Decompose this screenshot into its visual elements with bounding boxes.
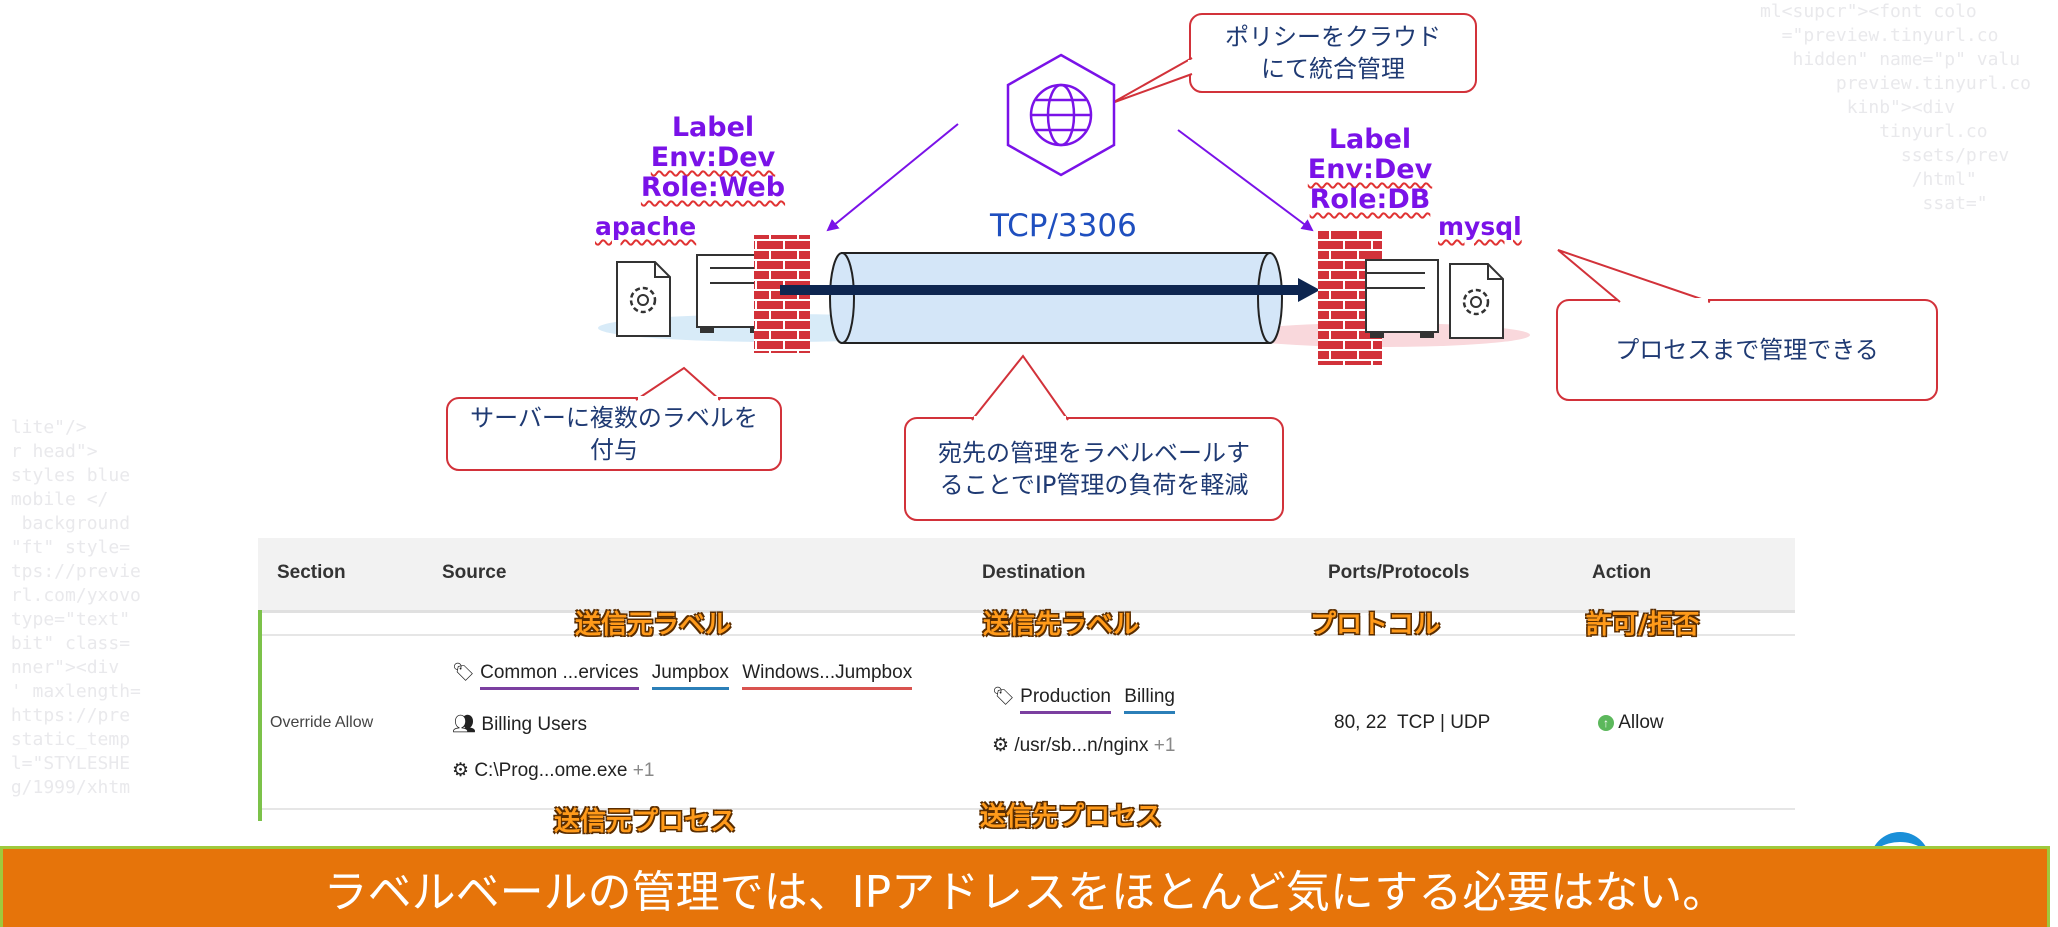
left-label-role: Role:Web <box>640 172 786 203</box>
annotation-destination-label: 送信先ラベル <box>983 610 1140 640</box>
dest-process-label[interactable]: /usr/sb...n/nginx <box>1014 735 1149 756</box>
dest-tag-production[interactable]: Production <box>1020 686 1111 714</box>
dest-process-more[interactable]: +1 <box>1153 735 1176 756</box>
right-label-title: Label <box>1328 124 1412 155</box>
callout-policy-text: ポリシーをクラウド にて統合管理 <box>1225 23 1441 83</box>
source-tag-common[interactable]: Common ...ervices <box>480 662 639 690</box>
tag-icon: 🏷︎ <box>992 686 1015 706</box>
source-process-more[interactable]: +1 <box>632 760 655 781</box>
right-process-document-icon <box>1449 263 1504 339</box>
ports-protocols: 80, 22 TCP | UDP <box>1334 712 1490 734</box>
table-row-divider <box>258 634 1795 636</box>
policy-table: Section Source Destination Ports/Protoco… <box>258 538 1795 821</box>
source-tag-windows-jumpbox[interactable]: Windows...Jumpbox <box>742 662 913 690</box>
left-label-env: Env:Dev <box>650 142 776 173</box>
annotation-source-process: 送信元プロセス <box>554 807 737 837</box>
tag-icon: 🏷︎ <box>452 662 475 682</box>
source-process-label[interactable]: C:\Prog...ome.exe <box>474 760 628 781</box>
annotation-destination-process: 送信先プロセス <box>980 802 1163 832</box>
source-tags: 🏷︎ Common ...ervices Jumpbox Windows...J… <box>452 662 920 690</box>
action-value: Allow <box>1618 712 1664 733</box>
row-section: Override Allow <box>270 714 374 731</box>
annotation-protocol: プロトコル <box>1310 610 1441 640</box>
left-label-title: Label <box>671 112 755 143</box>
cloud-globe-icon <box>1006 53 1116 177</box>
policy-arrow-right <box>1177 129 1314 232</box>
header-action[interactable]: Action <box>1592 562 1652 583</box>
left-hostname: apache <box>595 212 697 241</box>
gear-icon: ⚙ <box>452 760 470 781</box>
source-user-group: 👥︎ Billing Users <box>452 712 587 736</box>
right-label-env: Env:Dev <box>1307 154 1433 185</box>
header-section[interactable]: Section <box>277 562 346 583</box>
destination-tags: 🏷︎ Production Billing <box>992 686 1183 714</box>
callout-destination-box <box>904 354 1284 521</box>
connection-label: TCP/3306 <box>990 208 1137 244</box>
right-label-role: Role:DB <box>1309 184 1431 215</box>
source-user-group-label[interactable]: Billing Users <box>481 714 587 735</box>
callout-process-text: プロセスまで管理できる <box>1615 336 1879 364</box>
row-accent-bar <box>258 610 262 821</box>
network-diagram <box>446 13 1938 521</box>
background-code-left: lite"/> r head"> styles blue mobile </ b… <box>10 417 141 798</box>
callout-process-box <box>1556 249 1938 401</box>
right-hostname: mysql <box>1438 212 1522 241</box>
ports-value: 80, 22 <box>1334 712 1387 733</box>
table-bottom-divider <box>258 808 1795 810</box>
header-source[interactable]: Source <box>442 562 507 583</box>
policy-arrow-left <box>826 123 959 232</box>
dest-tag-billing[interactable]: Billing <box>1124 686 1175 714</box>
header-destination[interactable]: Destination <box>982 562 1086 583</box>
callout-multi-label-text: サーバーに複数のラベルを 付与 <box>470 404 758 464</box>
table-header-divider <box>258 610 1795 613</box>
protocols-value: TCP | UDP <box>1397 712 1491 733</box>
table-header-bg <box>258 538 1795 610</box>
gear-icon: ⚙ <box>992 735 1010 756</box>
left-process-document-icon <box>616 261 671 337</box>
callout-destination-text: 宛先の管理をラベルベールす ることでIP管理の負荷を軽減 <box>938 439 1250 499</box>
callout-multi-label-box <box>446 366 782 471</box>
logo-icon <box>1870 832 1930 872</box>
callout-policy-box <box>1111 13 1477 104</box>
right-server-icon <box>1365 259 1439 338</box>
source-tag-jumpbox[interactable]: Jumpbox <box>651 662 729 690</box>
action-cell: ↑ Allow <box>1598 712 1664 734</box>
users-icon: 👥︎ <box>452 714 477 735</box>
annotation-allow-deny: 許可/拒否 <box>1586 610 1700 640</box>
left-label-block: Label Env:Dev Role:Web <box>628 113 798 203</box>
destination-process: ⚙ /usr/sb...n/nginx +1 <box>992 734 1175 757</box>
annotation-source-label: 送信元ラベル <box>575 610 732 640</box>
right-label-block: Label Env:Dev Role:DB <box>1290 125 1450 215</box>
allow-icon: ↑ <box>1598 715 1614 731</box>
bottom-banner: ラベルベールの管理では、IPアドレスをほとんど気にする必要はない。 <box>0 846 2050 927</box>
background-code-right: ml<supcr"><font colo ="preview.tinyurl.c… <box>1760 1 2031 214</box>
header-ports-protocols[interactable]: Ports/Protocols <box>1328 562 1470 583</box>
source-process: ⚙ C:\Prog...ome.exe +1 <box>452 759 654 782</box>
tcp-pipe <box>829 252 1283 344</box>
